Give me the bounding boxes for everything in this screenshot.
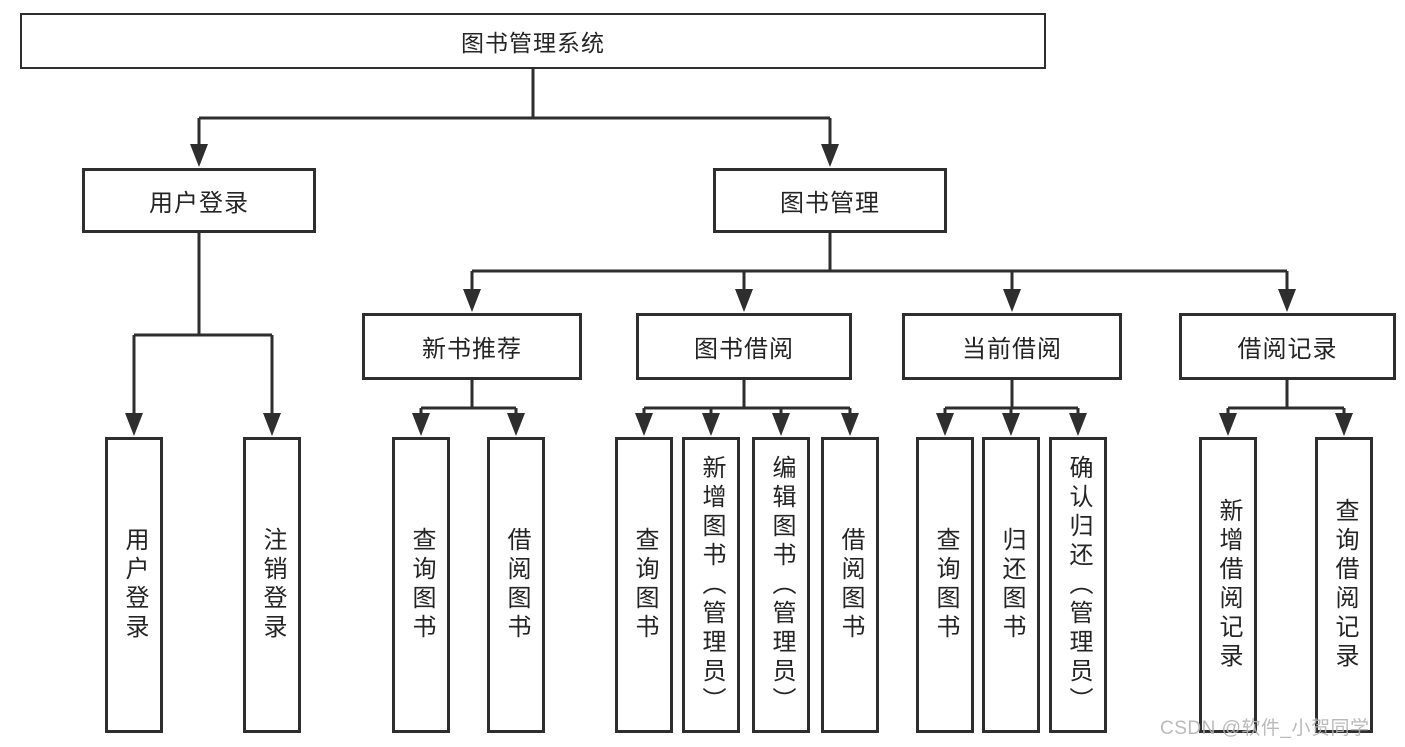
node-current-borrow: 当前借阅 [902,313,1122,380]
leaf-add-books-admin: 新增图书（管理员） [682,437,740,733]
leaf-query-borrow-record: 查询借阅记录 [1315,437,1373,733]
leaf-query-books: 查询图书 [392,437,450,733]
leaf-query-books: 查询图书 [615,437,673,733]
leaf-confirm-return-admin: 确认归还（管理员） [1049,437,1107,733]
arrowheads [125,144,1353,436]
leaf-borrow-books: 借阅图书 [487,437,545,733]
leaf-query-books: 查询图书 [916,437,974,733]
node-new-book-recommend: 新书推荐 [362,313,582,380]
node-book-borrow: 图书借阅 [636,313,852,380]
node-user-login: 用户登录 [82,168,316,233]
leaf-return-books: 归还图书 [982,437,1040,733]
leaf-logout: 注销登录 [243,437,301,733]
csdn-watermark: CSDN @软件_小贺同学 [1160,718,1370,739]
leaf-user-login: 用户登录 [105,437,163,733]
node-borrow-record: 借阅记录 [1179,313,1396,380]
leaf-borrow-books: 借阅图书 [821,437,879,733]
leaf-add-borrow-record: 新增借阅记录 [1199,437,1257,733]
leaf-edit-books-admin: 编辑图书（管理员） [752,437,810,733]
node-book-management: 图书管理 [713,168,947,233]
node-root: 图书管理系统 [20,13,1046,69]
